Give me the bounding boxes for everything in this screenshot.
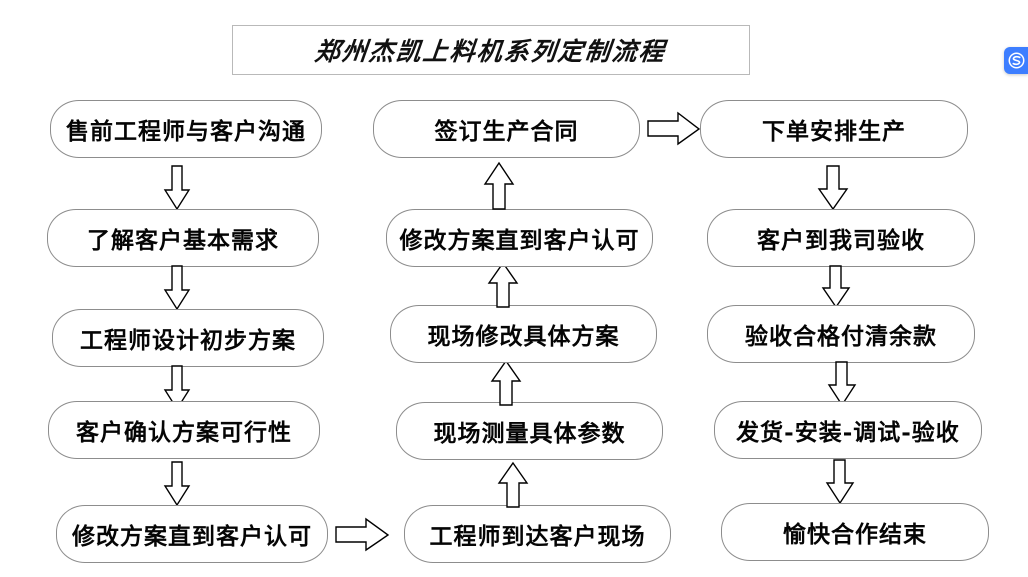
arrow-down-col3-3	[827, 361, 857, 407]
node-col2-3[interactable]: 现场修改具体方案	[390, 305, 657, 363]
node-label: 客户到我司验收	[757, 227, 925, 254]
node-col2-4[interactable]: 现场测量具体参数	[396, 402, 663, 460]
node-label: 了解客户基本需求	[87, 227, 279, 254]
arrow-down-col3-4	[825, 459, 855, 505]
node-label: 修改方案直到客户认可	[72, 523, 312, 550]
node-label: 现场修改具体方案	[427, 323, 620, 350]
node-label: 客户确认方案可行性	[76, 419, 292, 446]
node-label: 工程师设计初步方案	[80, 327, 296, 354]
arrow-up-col2-4	[497, 461, 529, 508]
chart-title-text: 郑州杰凯上料机系列定制流程	[313, 37, 668, 66]
arrow-right-col1-to-col2	[335, 517, 390, 552]
node-col2-2[interactable]: 修改方案直到客户认可	[386, 209, 653, 267]
sogou-badge[interactable]	[1004, 47, 1028, 74]
node-col1-4[interactable]: 客户确认方案可行性	[48, 401, 320, 459]
arrow-down-col3-2	[821, 265, 851, 309]
arrow-up-col2-1	[483, 161, 515, 210]
node-label: 发货-安装-调试-验收	[736, 419, 960, 446]
arrow-right-col2-to-col3	[647, 111, 701, 146]
arrow-down-col3-1	[817, 165, 849, 211]
sogou-s-icon	[1008, 52, 1024, 69]
node-col3-3[interactable]: 验收合格付清余款	[707, 305, 975, 363]
node-col3-2[interactable]: 客户到我司验收	[707, 209, 975, 267]
chart-title-box: 郑州杰凯上料机系列定制流程	[232, 25, 750, 75]
node-label: 工程师到达客户现场	[429, 523, 646, 550]
arrow-up-col2-2	[487, 261, 519, 308]
arrow-down-col1-3	[163, 365, 191, 411]
node-col2-1[interactable]: 签订生产合同	[373, 100, 640, 158]
node-col3-1[interactable]: 下单安排生产	[700, 100, 968, 158]
node-label: 验收合格付清余款	[745, 323, 937, 350]
node-col3-5[interactable]: 愉快合作结束	[721, 503, 989, 561]
arrow-down-col1-4	[163, 461, 191, 507]
node-col1-5[interactable]: 修改方案直到客户认可	[56, 505, 328, 563]
arrow-down-col1-1	[163, 165, 191, 211]
node-label: 下单安排生产	[762, 118, 906, 145]
node-col2-5[interactable]: 工程师到达客户现场	[404, 505, 671, 563]
node-col3-4[interactable]: 发货-安装-调试-验收	[714, 401, 982, 459]
node-col1-3[interactable]: 工程师设计初步方案	[52, 309, 324, 367]
node-label: 现场测量具体参数	[433, 420, 626, 447]
node-col1-2[interactable]: 了解客户基本需求	[47, 209, 319, 267]
node-col1-1[interactable]: 售前工程师与客户沟通	[50, 100, 322, 158]
node-label: 签订生产合同	[434, 118, 579, 145]
node-label: 售前工程师与客户沟通	[66, 118, 306, 145]
arrow-down-col1-2	[163, 265, 191, 311]
node-label: 愉快合作结束	[783, 521, 927, 548]
arrow-up-col2-3	[490, 359, 522, 406]
node-label: 修改方案直到客户认可	[399, 227, 640, 254]
